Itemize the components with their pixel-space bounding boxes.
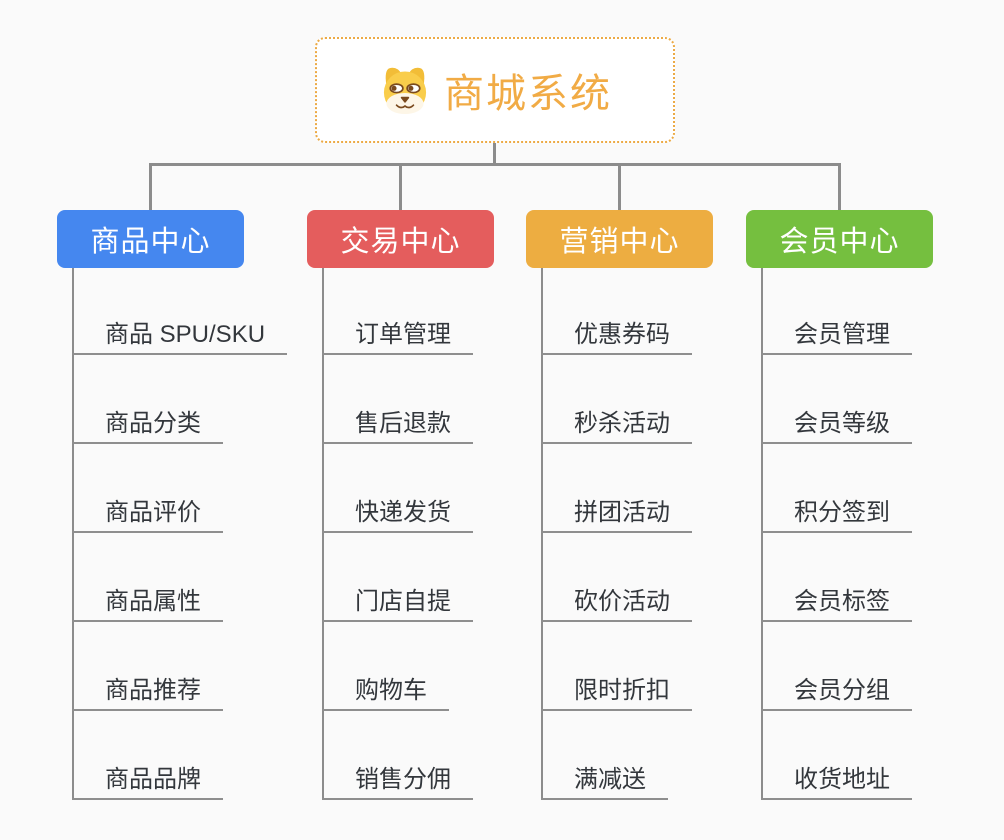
child-topic[interactable]: 限时折扣 <box>541 671 692 711</box>
connector-branch-rail <box>322 268 324 800</box>
connector-drop <box>149 166 152 210</box>
child-topic[interactable]: 积分签到 <box>761 493 912 533</box>
connector-branch-rail <box>541 268 543 800</box>
branch-node-member-center[interactable]: 会员中心 <box>746 210 933 268</box>
child-topic[interactable]: 砍价活动 <box>541 582 692 622</box>
child-topic[interactable]: 满减送 <box>541 760 668 800</box>
branch-node-trade-center[interactable]: 交易中心 <box>307 210 494 268</box>
connector-branch-rail <box>72 268 74 800</box>
root-node[interactable]: 商城系统 <box>315 37 675 143</box>
child-topic[interactable]: 购物车 <box>322 671 449 711</box>
child-topic[interactable]: 商品分类 <box>72 404 223 444</box>
child-topic[interactable]: 销售分佣 <box>322 760 473 800</box>
child-topic[interactable]: 会员管理 <box>761 315 912 355</box>
branch-label: 商品中心 <box>90 226 211 258</box>
branch-label: 会员中心 <box>779 226 900 258</box>
child-topic[interactable]: 订单管理 <box>322 315 473 355</box>
child-topic[interactable]: 售后退款 <box>322 404 473 444</box>
connector-branch-rail <box>761 268 763 800</box>
connector-drop <box>838 166 841 210</box>
child-topic[interactable]: 门店自提 <box>322 582 473 622</box>
child-topic[interactable]: 商品属性 <box>72 582 223 622</box>
child-topic[interactable]: 拼团活动 <box>541 493 692 533</box>
child-topic[interactable]: 会员等级 <box>761 404 912 444</box>
doge-face-icon <box>378 63 432 117</box>
child-topic[interactable]: 收货地址 <box>761 760 912 800</box>
connector-drop <box>399 166 402 210</box>
branch-node-product-center[interactable]: 商品中心 <box>57 210 244 268</box>
branch-node-marketing-center[interactable]: 营销中心 <box>526 210 713 268</box>
child-topic[interactable]: 商品 SPU/SKU <box>72 315 288 355</box>
child-topic[interactable]: 秒杀活动 <box>541 404 692 444</box>
branch-label: 交易中心 <box>340 226 461 258</box>
child-topic[interactable]: 快递发货 <box>322 493 473 533</box>
child-topic[interactable]: 商品评价 <box>72 493 223 533</box>
child-topic[interactable]: 优惠券码 <box>541 315 692 355</box>
root-label: 商城系统 <box>444 72 612 116</box>
branch-label: 营销中心 <box>559 226 680 258</box>
child-topic[interactable]: 会员分组 <box>761 671 912 711</box>
child-topic[interactable]: 商品品牌 <box>72 760 223 800</box>
connector-drop <box>618 166 621 210</box>
child-topic[interactable]: 会员标签 <box>761 582 912 622</box>
connector-root-stub <box>493 143 496 163</box>
connector-rail <box>149 163 841 166</box>
child-topic[interactable]: 商品推荐 <box>72 671 223 711</box>
